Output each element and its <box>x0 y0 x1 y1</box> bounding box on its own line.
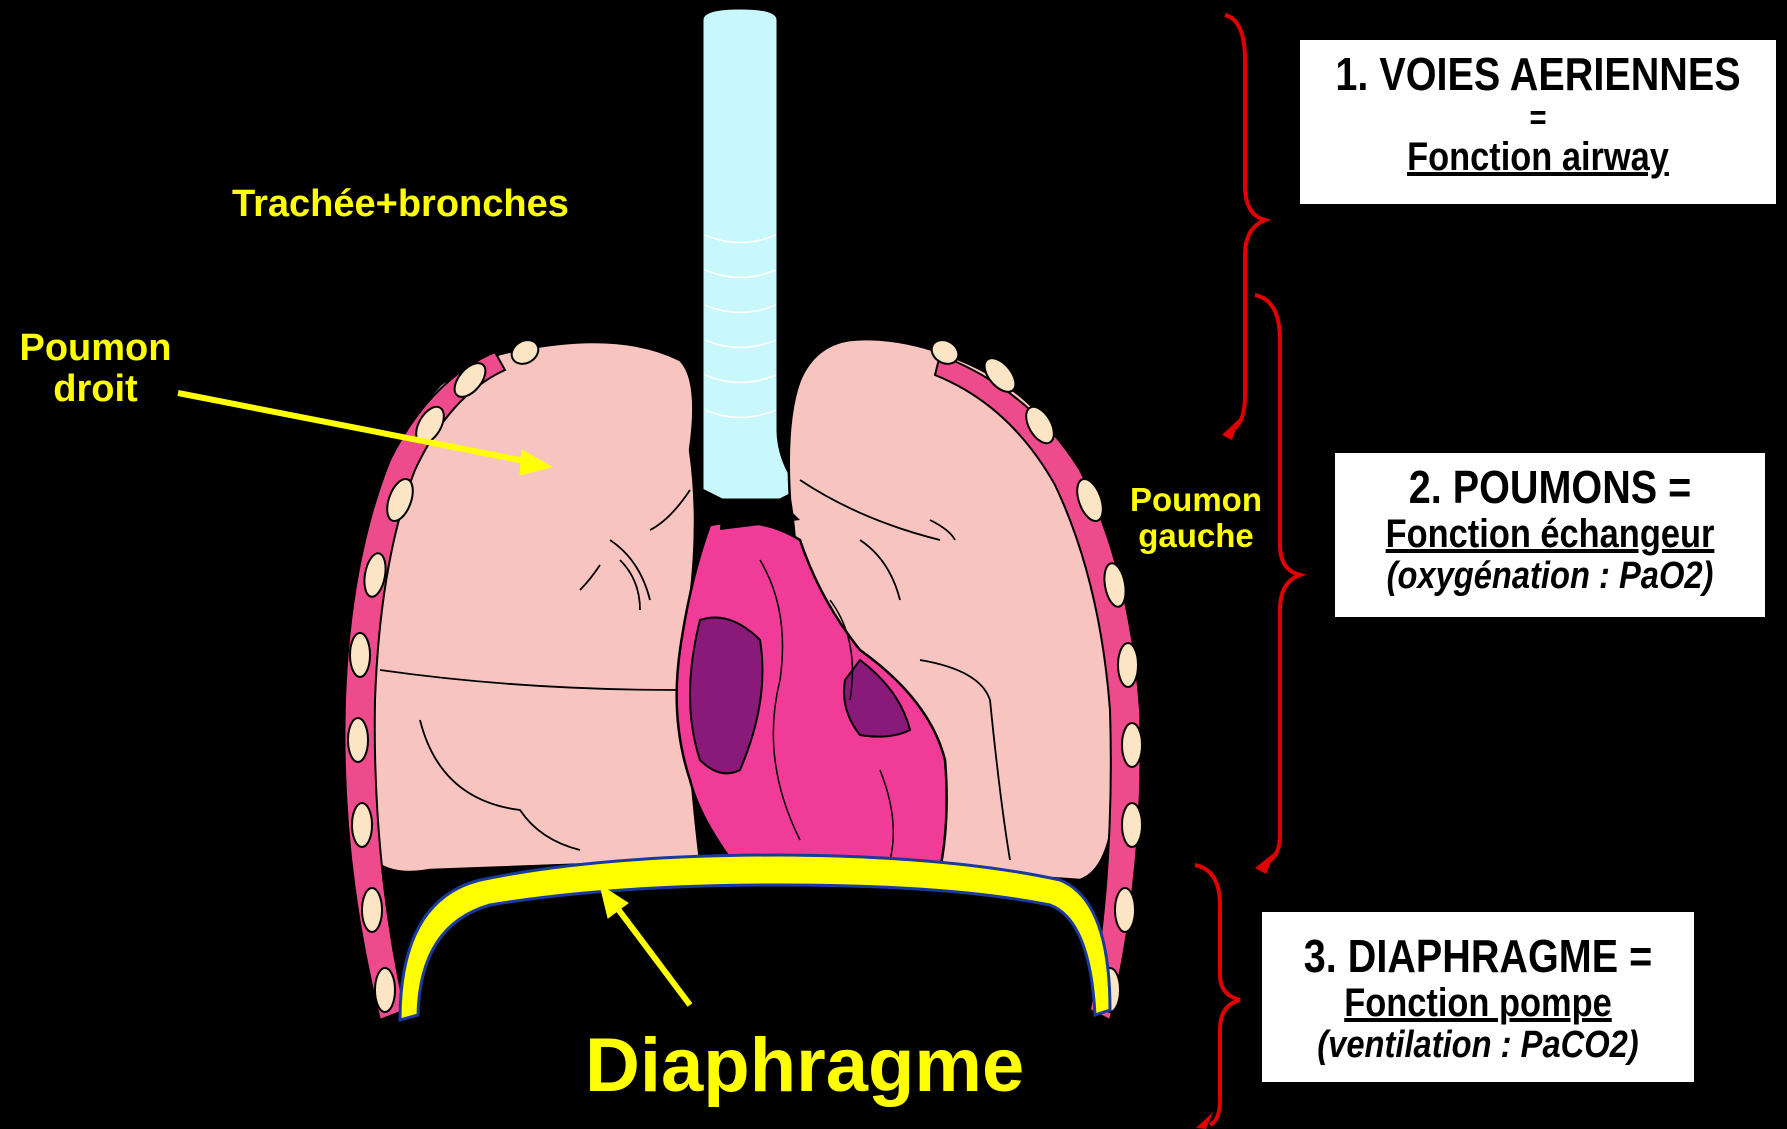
label-right-lung-line1: Poumon <box>8 328 183 369</box>
label-diaphragm: Diaphragme <box>585 1025 1024 1107</box>
box-airways-function: Fonction airway <box>1333 136 1742 179</box>
box-diaphragm-detail: (ventilation : PaCO2) <box>1292 1025 1664 1066</box>
box-lungs-title: 2. POUMONS = <box>1365 463 1735 513</box>
box-lungs: 2. POUMONS = Fonction échangeur (oxygéna… <box>1335 453 1765 617</box>
right-lung <box>359 342 700 872</box>
label-right-lung: Poumon droit <box>8 328 183 410</box>
diaphragm-muscle <box>400 855 1110 1020</box>
box-lungs-function: Fonction échangeur <box>1365 513 1735 556</box>
box-lungs-detail: (oxygénation : PaO2) <box>1365 556 1735 597</box>
label-left-lung-line1: Poumon <box>1122 482 1270 518</box>
box-airways: 1. VOIES AERIENNES = Fonction airway <box>1300 40 1776 204</box>
box-airways-title: 1. VOIES AERIENNES <box>1333 50 1742 100</box>
label-left-lung-line2: gauche <box>1122 518 1270 554</box>
label-right-lung-line2: droit <box>8 369 183 410</box>
trachea <box>702 8 800 500</box>
label-left-lung: Poumon gauche <box>1122 482 1270 553</box>
box-diaphragm-function: Fonction pompe <box>1292 982 1664 1025</box>
box-diaphragm: 3. DIAPHRAGME = Fonction pompe (ventilat… <box>1262 912 1694 1082</box>
label-trachea: Trachée+bronches <box>232 184 569 225</box>
box-airways-equals: = <box>1333 100 1742 137</box>
box-diaphragm-title: 3. DIAPHRAGME = <box>1292 932 1664 982</box>
